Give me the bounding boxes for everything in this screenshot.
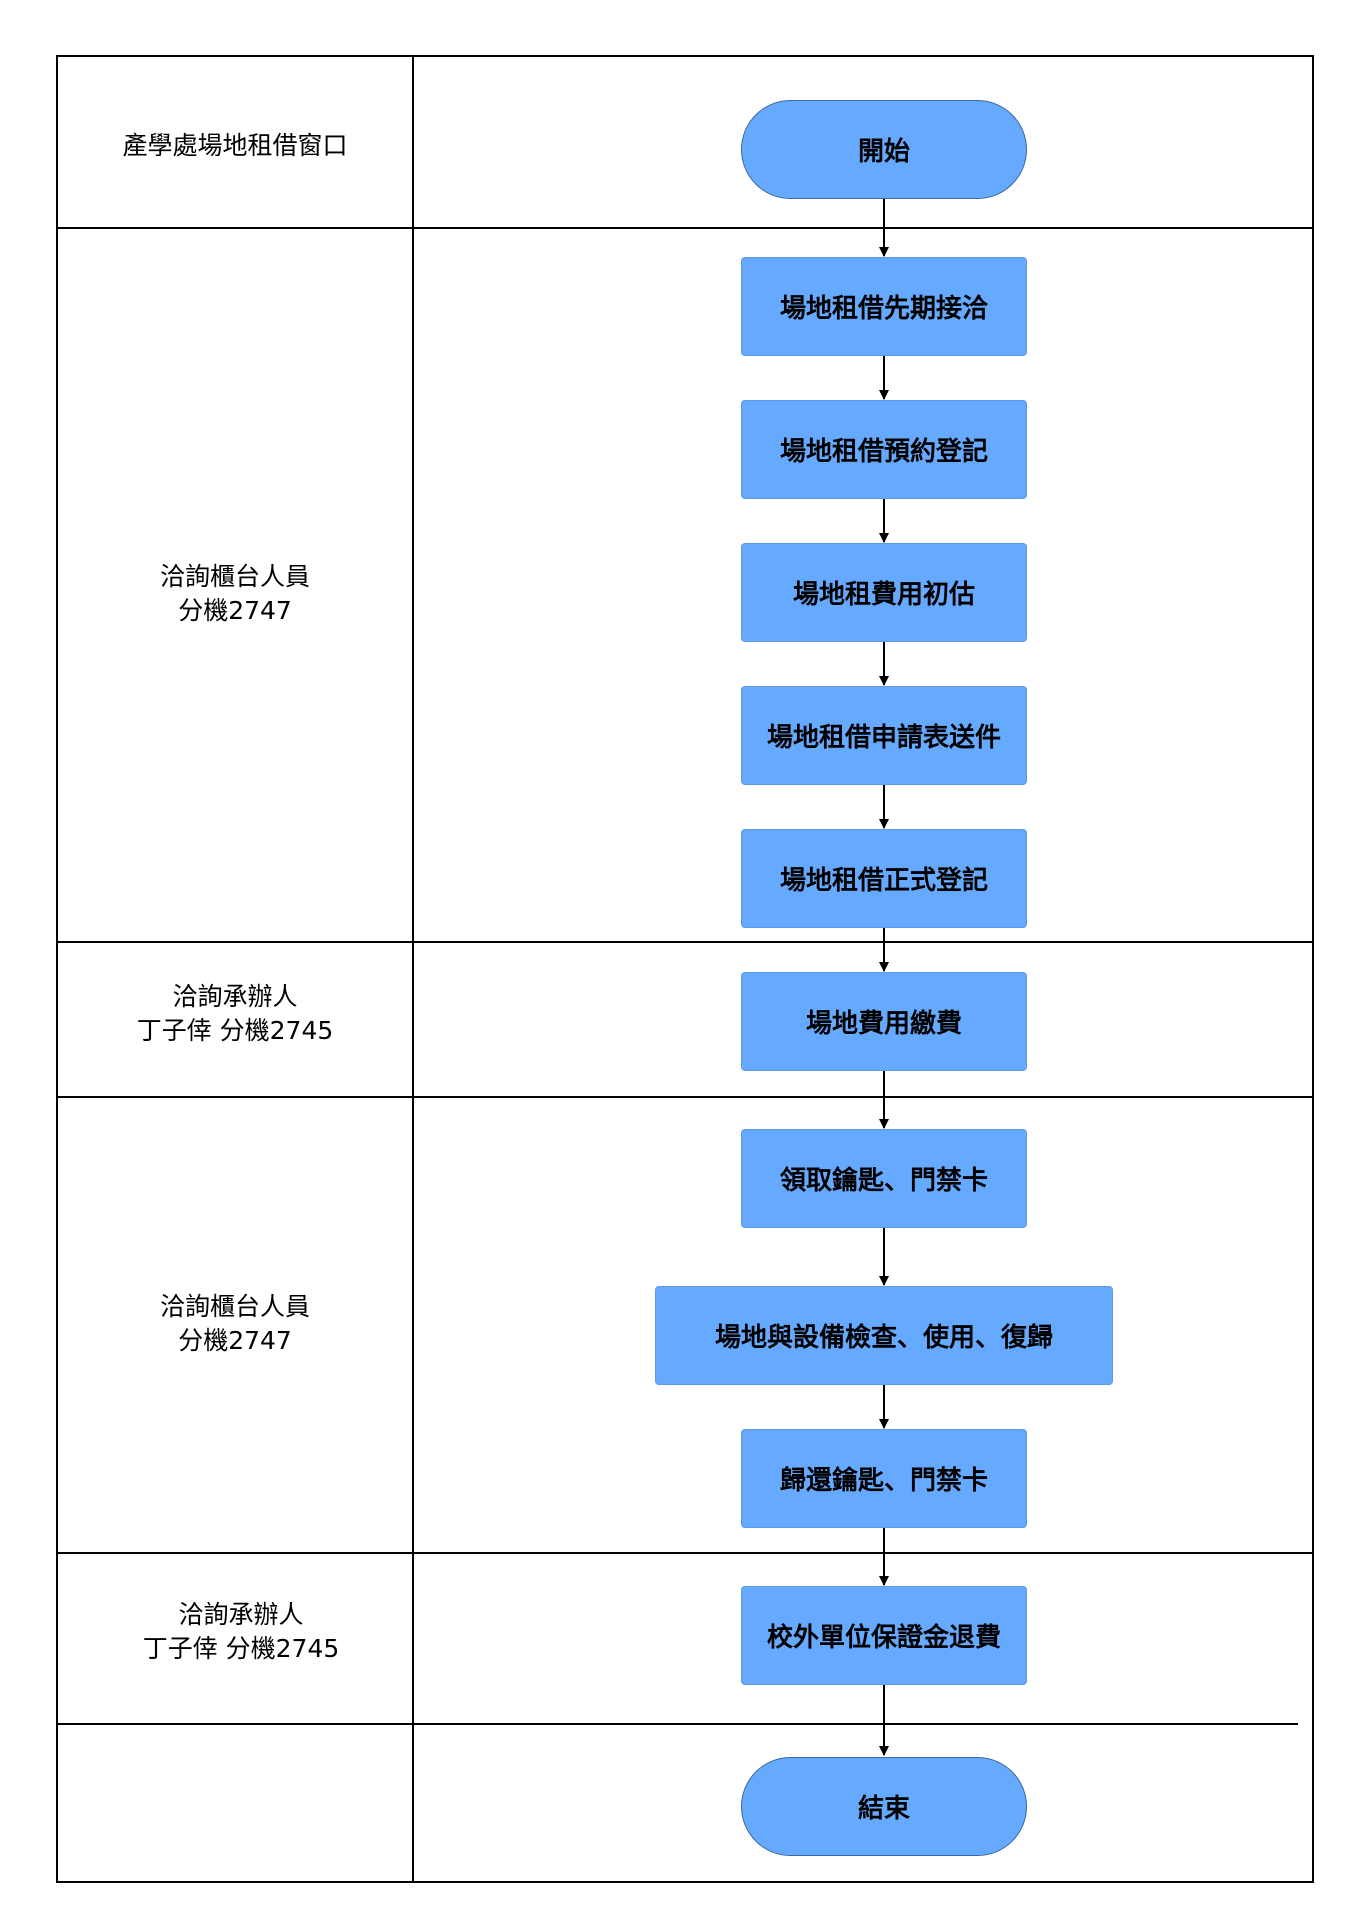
lane-label-line: 洽詢櫃台人員 — [159, 562, 310, 591]
step-return-keys: 歸還鑰匙、門禁卡 — [742, 1430, 1026, 1527]
lane-label-handler-2: 洽詢承辦人 丁子倖 分機2745 — [63, 1598, 419, 1666]
end-node: 結束 — [741, 1757, 1027, 1856]
step-fee-estimate: 場地租費用初估 — [742, 544, 1026, 641]
lane-label-counter-1: 洽詢櫃台人員 分機2747 — [57, 560, 413, 628]
start-node: 開始 — [741, 100, 1027, 199]
step-initial-contact: 場地租借先期接洽 — [742, 258, 1026, 355]
lane-label-line: 分機2747 — [178, 596, 292, 625]
lane-label-handler-1: 洽詢承辦人 丁子倖 分機2745 — [57, 980, 413, 1048]
step-application: 場地租借申請表送件 — [742, 687, 1026, 784]
lane-label-line: 洽詢承辦人 — [172, 982, 298, 1011]
lane-label-counter-2: 洽詢櫃台人員 分機2747 — [57, 1290, 413, 1358]
lane-label-line: 產學處場地租借窗口 — [122, 131, 348, 160]
lane-label-line: 丁子倖 分機2745 — [136, 1016, 334, 1045]
step-reservation: 場地租借預約登記 — [742, 401, 1026, 498]
lane-label-window: 產學處場地租借窗口 — [57, 129, 413, 163]
table-border — [56, 55, 1314, 1883]
step-formal-registration: 場地租借正式登記 — [742, 830, 1026, 927]
lane-label-line: 洽詢櫃台人員 — [159, 1292, 310, 1321]
step-inspection-use: 場地與設備檢查、使用、復歸 — [656, 1287, 1112, 1384]
step-collect-keys: 領取鑰匙、門禁卡 — [742, 1130, 1026, 1227]
lane-label-line: 丁子倖 分機2745 — [142, 1634, 340, 1663]
step-payment: 場地費用繳費 — [742, 973, 1026, 1070]
lane-label-line: 分機2747 — [178, 1326, 292, 1355]
lane-label-line: 洽詢承辦人 — [178, 1600, 304, 1629]
step-deposit-refund: 校外單位保證金退費 — [742, 1587, 1026, 1684]
